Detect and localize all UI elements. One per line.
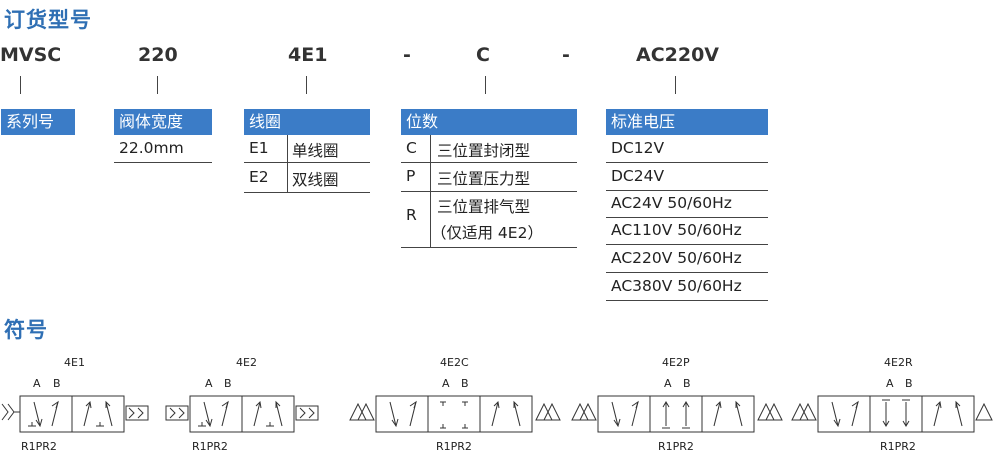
order-code-title: 订货型号 — [4, 8, 92, 32]
valve-symbol-4e2r — [791, 395, 993, 433]
body-width-row: 22.0mm — [114, 135, 212, 163]
coil-code-e2: E2 — [249, 168, 269, 186]
body-width-header: 阀体宽度 — [114, 109, 212, 135]
code-segment-width: 220 — [138, 44, 178, 66]
symbol-title: 符号 — [4, 318, 48, 342]
code-dash-2: - — [562, 44, 570, 66]
series-header: 系列号 — [1, 109, 75, 135]
tick-series — [20, 76, 21, 94]
port-a-label: A — [205, 377, 213, 390]
position-row-r: R 三位置排气型 （仅适用 4E2） — [401, 192, 577, 248]
voltage-item: AC24V 50/60Hz — [611, 194, 732, 212]
position-row-c: C 三位置封闭型 — [401, 135, 577, 163]
voltage-row: AC110V 50/60Hz — [606, 218, 768, 245]
voltage-row: AC380V 50/60Hz — [606, 273, 768, 301]
code-segment-coil: 4E1 — [288, 44, 328, 66]
valve-symbol-4e2p — [571, 395, 783, 433]
exhaust-label: R1PR2 — [880, 440, 916, 453]
port-a-label: A — [664, 377, 672, 390]
position-note-r: （仅适用 4E2） — [431, 224, 543, 242]
coil-row-2: E2 双线圈 — [244, 163, 370, 193]
voltage-row: DC12V — [606, 135, 768, 163]
voltage-item: AC110V 50/60Hz — [611, 221, 742, 239]
voltage-row: AC220V 50/60Hz — [606, 245, 768, 273]
voltage-item: DC12V — [611, 139, 665, 157]
position-code-c: C — [406, 139, 417, 157]
position-label-r: 三位置排气型 — [437, 198, 531, 216]
exhaust-label: R1PR2 — [436, 440, 472, 453]
coil-header: 线圈 — [244, 109, 370, 135]
port-b-label: B — [224, 377, 232, 390]
position-label-c: 三位置封闭型 — [437, 142, 531, 160]
voltage-header: 标准电压 — [606, 109, 768, 135]
tick-position — [485, 76, 486, 94]
symbol-name-4e2: 4E2 — [236, 356, 257, 369]
valve-symbol-4e1 — [1, 395, 149, 433]
coil-code-e1: E1 — [249, 139, 269, 157]
port-a-label: A — [442, 377, 450, 390]
port-b-label: B — [53, 377, 61, 390]
voltage-row: AC24V 50/60Hz — [606, 191, 768, 218]
port-a-label: A — [33, 377, 41, 390]
port-b-label: B — [905, 377, 913, 390]
voltage-item: DC24V — [611, 167, 665, 185]
port-a-label: A — [886, 377, 894, 390]
port-b-label: B — [683, 377, 691, 390]
voltage-row: DC24V — [606, 163, 768, 191]
symbol-name-4e2c: 4E2C — [440, 356, 469, 369]
position-label-p: 三位置压力型 — [437, 170, 531, 188]
position-code-p: P — [406, 167, 416, 185]
code-segment-series: MVSC — [0, 44, 62, 66]
coil-label-e2: 双线圈 — [292, 171, 339, 189]
voltage-item: AC380V 50/60Hz — [611, 277, 742, 295]
port-b-label: B — [461, 377, 469, 390]
tick-width — [157, 76, 158, 94]
code-segment-voltage: AC220V — [636, 44, 720, 66]
code-dash-1: - — [403, 44, 411, 66]
body-width-value: 22.0mm — [119, 139, 184, 157]
coil-divider — [287, 135, 288, 193]
position-code-r: R — [406, 206, 417, 224]
position-row-p: P 三位置压力型 — [401, 163, 577, 192]
exhaust-label: R1PR2 — [658, 440, 694, 453]
tick-coil — [306, 76, 307, 94]
coil-row-1: E1 单线圈 — [244, 135, 370, 163]
coil-label-e1: 单线圈 — [292, 142, 339, 160]
symbol-name-4e2p: 4E2P — [662, 356, 690, 369]
valve-symbol-4e2c — [349, 395, 561, 433]
voltage-item: AC220V 50/60Hz — [611, 249, 742, 267]
symbol-name-4e1: 4E1 — [64, 356, 85, 369]
code-segment-position: C — [476, 44, 490, 66]
position-header: 位数 — [401, 109, 577, 135]
position-divider — [430, 135, 431, 248]
symbol-name-4e2r: 4E2R — [884, 356, 913, 369]
exhaust-label: R1PR2 — [192, 440, 228, 453]
tick-voltage — [675, 76, 676, 94]
valve-symbol-4e2 — [165, 395, 319, 433]
exhaust-label: R1PR2 — [21, 440, 57, 453]
